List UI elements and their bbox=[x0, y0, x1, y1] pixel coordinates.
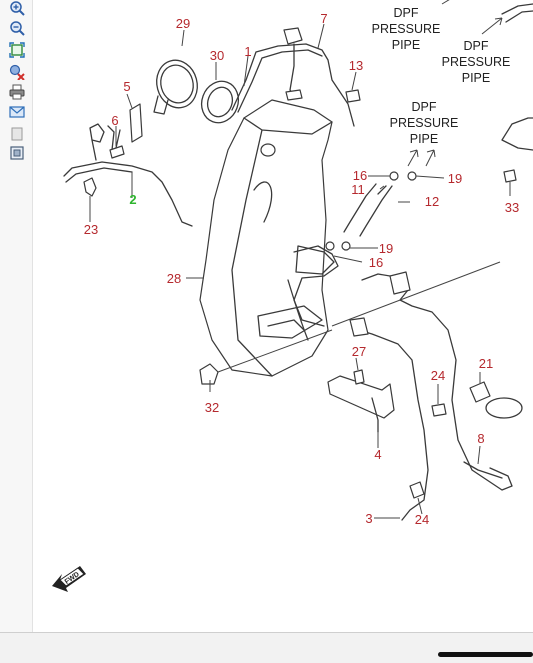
part-number-30[interactable]: 30 bbox=[210, 48, 224, 63]
dpf-pressure-pipe-callout-right: DPF PRESSURE PIPE bbox=[442, 17, 511, 85]
part-number-5[interactable]: 5 bbox=[123, 79, 130, 94]
part-number-7[interactable]: 7 bbox=[320, 11, 327, 26]
callout-text: PIPE bbox=[392, 38, 421, 52]
part-number-12[interactable]: 12 bbox=[425, 194, 439, 209]
dpf-pressure-pipe-callout-middle: DPF PRESSURE PIPE bbox=[390, 100, 459, 167]
part-number-11[interactable]: 11 bbox=[351, 182, 365, 197]
part-number-6[interactable]: 6 bbox=[111, 113, 118, 128]
callout-text: PIPE bbox=[410, 132, 439, 146]
bracket-5[interactable] bbox=[129, 103, 143, 143]
bolt-6[interactable] bbox=[109, 129, 125, 159]
bolt-33[interactable] bbox=[503, 169, 517, 183]
clear-selection-icon[interactable] bbox=[9, 64, 25, 80]
part-number-33[interactable]: 33 bbox=[505, 200, 519, 215]
dpf-pressure-pipe-callout-top: DPF PRESSURE PIPE bbox=[372, 0, 450, 52]
zoom-out-icon[interactable] bbox=[9, 20, 25, 36]
nut-32[interactable] bbox=[199, 363, 219, 385]
part-number-32[interactable]: 32 bbox=[205, 400, 219, 415]
leader-lines bbox=[89, 23, 511, 519]
oxygen-sensor-7[interactable] bbox=[231, 27, 355, 127]
dpf-pressure-hose-12[interactable] bbox=[343, 183, 393, 237]
clamp-16-lower[interactable] bbox=[325, 241, 335, 251]
clamp-16-upper[interactable] bbox=[389, 171, 399, 181]
copy-icon[interactable] bbox=[9, 126, 25, 142]
part-number-8[interactable]: 8 bbox=[477, 431, 484, 446]
parts-list-icon[interactable] bbox=[9, 145, 25, 161]
connector-21[interactable] bbox=[469, 381, 523, 419]
dpf-pressure-pipe-end bbox=[501, 3, 533, 23]
callout-text: DPF bbox=[412, 100, 437, 114]
part-number-29[interactable]: 29 bbox=[176, 16, 190, 31]
part-number-24-upper[interactable]: 24 bbox=[431, 368, 445, 383]
part-number-28[interactable]: 28 bbox=[167, 271, 181, 286]
sensor-harness-3[interactable] bbox=[349, 317, 429, 521]
grommet-24-lower[interactable] bbox=[409, 481, 425, 499]
fit-to-page-icon[interactable] bbox=[9, 42, 25, 58]
sensor-harness-8[interactable] bbox=[361, 271, 513, 491]
exhaust-temperature-sensor-2[interactable] bbox=[63, 123, 193, 227]
part-numbers: 29 30 1 7 5 6 13 2 23 16 11 19 12 19 16 … bbox=[84, 11, 519, 527]
exhaust-clamp-29[interactable] bbox=[151, 56, 202, 115]
part-number-19-lower[interactable]: 19 bbox=[379, 241, 393, 256]
clip-23[interactable] bbox=[83, 177, 97, 197]
grommet-24-upper[interactable] bbox=[431, 403, 447, 417]
clamp-19-upper[interactable] bbox=[407, 171, 417, 181]
part-number-3[interactable]: 3 bbox=[365, 511, 372, 526]
home-indicator bbox=[438, 652, 533, 657]
bolt-27[interactable] bbox=[353, 369, 365, 385]
part-number-16-upper[interactable]: 16 bbox=[353, 168, 367, 183]
part-number-21[interactable]: 21 bbox=[479, 356, 493, 371]
callout-text: PRESSURE bbox=[442, 55, 511, 69]
part-number-1[interactable]: 1 bbox=[244, 44, 251, 59]
exhaust-gasket-30[interactable] bbox=[196, 76, 244, 128]
part-number-13[interactable]: 13 bbox=[349, 58, 363, 73]
dpf-catalyst-assembly[interactable] bbox=[199, 99, 335, 377]
fwd-label: FWD bbox=[64, 571, 81, 586]
diagram-toolbar bbox=[0, 0, 33, 632]
clamp-19-lower[interactable] bbox=[341, 241, 351, 251]
callout-text: PRESSURE bbox=[390, 116, 459, 130]
part-number-2[interactable]: 2 bbox=[129, 192, 136, 207]
part-number-4[interactable]: 4 bbox=[374, 447, 381, 462]
print-icon[interactable] bbox=[9, 84, 25, 100]
bottom-scroll-bar[interactable] bbox=[0, 632, 533, 663]
callout-text: DPF bbox=[464, 39, 489, 53]
bracket-fragment bbox=[501, 117, 533, 151]
callout-text: DPF bbox=[394, 6, 419, 20]
dpf-pressure-hose-11[interactable] bbox=[377, 185, 387, 195]
part-number-16-lower[interactable]: 16 bbox=[369, 255, 383, 270]
zoom-in-icon[interactable] bbox=[9, 0, 25, 16]
part-number-24-lower[interactable]: 24 bbox=[415, 512, 429, 527]
parts-diagram-canvas: DPF PRESSURE PIPE DPF PRESSURE PIPE DPF … bbox=[32, 0, 533, 632]
bolt-13[interactable] bbox=[345, 89, 361, 103]
callout-text: PIPE bbox=[462, 71, 491, 85]
part-number-23[interactable]: 23 bbox=[84, 222, 98, 237]
dpf-pressure-pipe-assembly[interactable] bbox=[293, 245, 339, 327]
callout-text: PRESSURE bbox=[372, 22, 441, 36]
exploded-parts-diagram: DPF PRESSURE PIPE DPF PRESSURE PIPE DPF … bbox=[52, 0, 533, 592]
part-number-27[interactable]: 27 bbox=[352, 344, 366, 359]
forward-direction-arrow: FWD bbox=[52, 566, 86, 592]
part-number-19-upper[interactable]: 19 bbox=[448, 171, 462, 186]
bracket-4[interactable] bbox=[327, 375, 395, 433]
email-icon[interactable] bbox=[9, 104, 25, 120]
